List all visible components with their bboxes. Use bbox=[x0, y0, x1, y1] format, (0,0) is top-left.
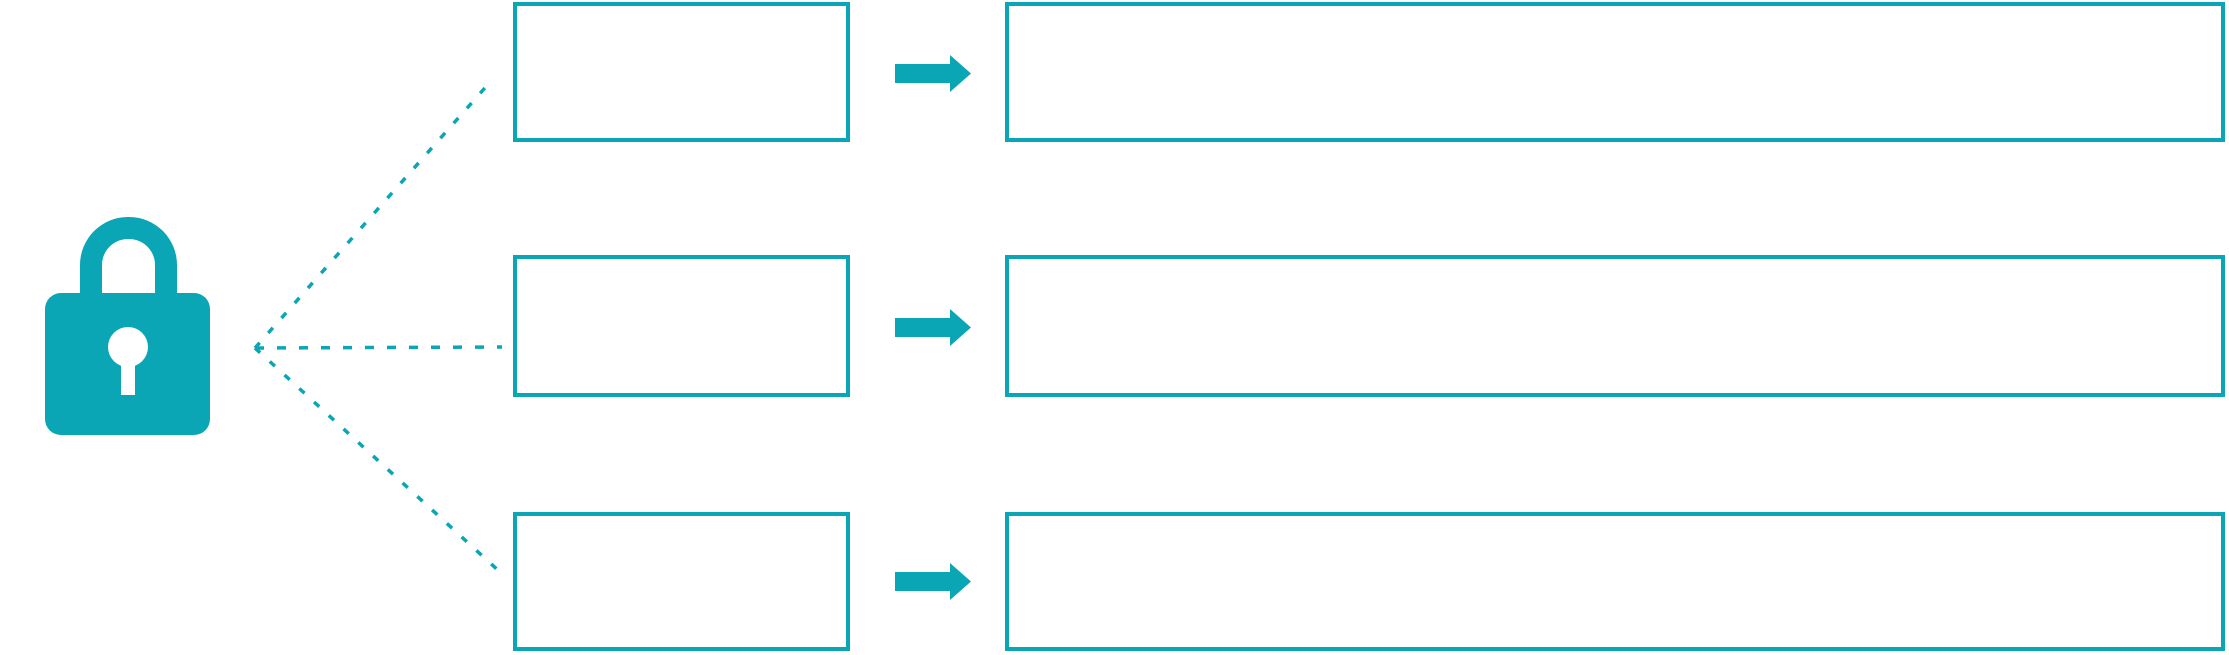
large-box-3 bbox=[1005, 512, 2225, 651]
large-box-2 bbox=[1005, 255, 2225, 397]
small-box-3 bbox=[513, 512, 850, 651]
lock-icon bbox=[45, 217, 210, 435]
arrow-right-icon bbox=[895, 563, 971, 600]
arrow-right-icon bbox=[895, 55, 971, 92]
connector-line-top bbox=[253, 79, 493, 350]
large-box-1 bbox=[1005, 2, 2225, 142]
lock-keyhole-stem bbox=[121, 349, 135, 395]
connector-line-bottom bbox=[253, 346, 502, 574]
connector-line-middle bbox=[254, 345, 503, 350]
small-box-2 bbox=[513, 255, 850, 397]
arrow-right-icon bbox=[895, 309, 971, 346]
small-box-1 bbox=[513, 2, 850, 142]
